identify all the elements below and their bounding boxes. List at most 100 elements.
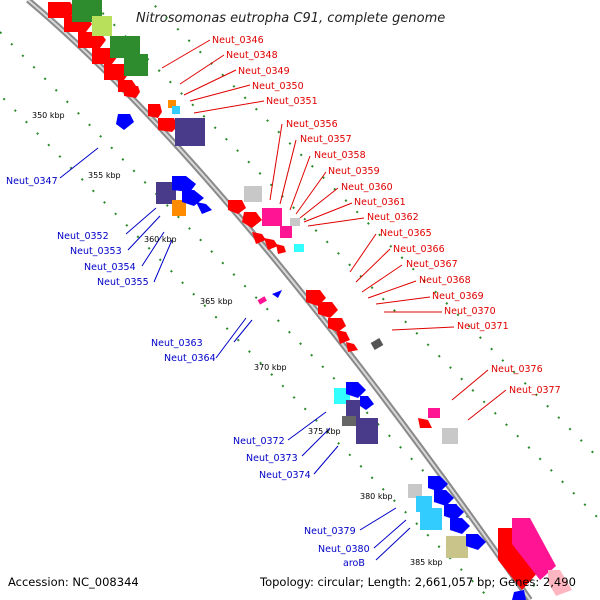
- gene-label: Neut_0376: [491, 364, 543, 375]
- gene-label: Neut_0361: [354, 197, 406, 208]
- gene-label: Neut_0354: [84, 262, 136, 273]
- gene-feature: [512, 518, 556, 580]
- gene-feature: [290, 218, 300, 226]
- forward-gene-labels: Neut_0346 Neut_0348 Neut_0349 Neut_0350 …: [212, 35, 561, 396]
- gene-label: Neut_0377: [509, 385, 561, 396]
- gene-feature: [356, 418, 378, 444]
- tick-label: 375 kbp: [308, 427, 341, 436]
- gene-feature: [444, 504, 464, 520]
- gene-label: Neut_0359: [328, 166, 380, 177]
- tick-label: 365 kbp: [200, 297, 233, 306]
- gene-label: Neut_0347: [6, 176, 58, 187]
- gene-label: Neut_0368: [419, 275, 471, 286]
- gene-feature: [420, 508, 442, 530]
- gene-feature: [244, 186, 262, 202]
- gene-feature: [294, 244, 304, 252]
- gene-feature: [276, 244, 286, 254]
- gene-feature: [264, 238, 278, 250]
- reverse-label-leaders: [59, 147, 411, 561]
- tick-label: 350 kbp: [32, 111, 65, 120]
- accession-text: Accession: NC_008344: [8, 575, 139, 589]
- gene-feature: [280, 226, 292, 238]
- topology-text: Topology: circular; Length: 2,661,057 bp…: [259, 575, 576, 589]
- gene-feature: [328, 318, 346, 332]
- gene-label: Neut_0349: [238, 66, 290, 77]
- gene-feature: [104, 64, 130, 80]
- gene-feature: [175, 118, 205, 146]
- gene-feature: [196, 202, 212, 214]
- gene-label: Neut_0380: [318, 544, 370, 555]
- gene-feature: [346, 400, 360, 418]
- gene-label: Neut_0365: [380, 228, 432, 239]
- gene-feature: [548, 570, 572, 596]
- gene-feature: [172, 106, 180, 114]
- gene-label: Neut_0371: [457, 321, 509, 332]
- gene-feature: [124, 54, 148, 76]
- gene-label: Neut_0358: [314, 150, 366, 161]
- gene-feature: [48, 2, 76, 18]
- reverse-gene-labels: Neut_0347 Neut_0352 Neut_0353 Neut_0354 …: [6, 176, 370, 569]
- gene-label: Neut_0370: [444, 306, 496, 317]
- gene-feature: [318, 302, 338, 318]
- gene-label: aroB: [343, 558, 365, 569]
- gene-feature: [428, 408, 440, 418]
- gene-label: Neut_0364: [164, 353, 216, 364]
- gene-feature: [408, 484, 422, 498]
- gene-feature: [252, 232, 266, 244]
- kbp-ticks: 350 kbp 355 kbp 360 kbp 365 kbp 370 kbp …: [32, 111, 443, 567]
- gene-feature: [168, 100, 176, 108]
- gene-label: Neut_0367: [406, 259, 458, 270]
- tick-label: 385 kbp: [410, 558, 443, 567]
- gene-label: Neut_0356: [286, 119, 338, 130]
- gene-feature: [124, 86, 140, 98]
- gene-label: Neut_0355: [97, 277, 149, 288]
- gene-feature: [158, 118, 178, 132]
- tick-label: 380 kbp: [360, 492, 393, 501]
- gene-label: Neut_0362: [367, 212, 419, 223]
- gene-feature: [346, 382, 366, 398]
- gene-label: Neut_0379: [304, 526, 356, 537]
- map-title: Nitrosomonas eutropha C91, complete geno…: [136, 11, 445, 26]
- gene-label: Neut_0369: [432, 291, 484, 302]
- gene-feature: [498, 528, 540, 590]
- tick-label: 355 kbp: [88, 171, 121, 180]
- gene-feature: [512, 590, 526, 600]
- gene-feature: [172, 176, 196, 192]
- gene-feature: [336, 330, 350, 344]
- gene-feature: [434, 490, 454, 506]
- gene-label: Neut_0366: [393, 244, 445, 255]
- gene-label: Neut_0373: [246, 453, 298, 464]
- gene-label: Neut_0363: [151, 338, 203, 349]
- gene-feature: [442, 428, 458, 444]
- gene-features: [48, 0, 572, 600]
- gene-feature: [148, 104, 162, 118]
- gene-feature: [272, 290, 282, 298]
- gene-label: Neut_0374: [259, 470, 311, 481]
- gene-feature: [182, 190, 204, 206]
- gene-feature: [346, 342, 358, 352]
- gene-label: Neut_0353: [70, 246, 122, 257]
- gene-feature: [156, 182, 176, 204]
- gene-feature: [360, 396, 374, 410]
- gene-feature: [370, 338, 384, 350]
- gene-feature: [450, 518, 470, 534]
- gene-feature: [116, 114, 134, 130]
- gene-feature: [110, 36, 140, 58]
- gene-label: Neut_0351: [266, 96, 318, 107]
- gene-feature: [466, 534, 486, 550]
- gene-label: Neut_0350: [252, 81, 304, 92]
- gene-feature: [428, 476, 448, 492]
- gene-feature: [228, 200, 246, 214]
- tick-label: 370 kbp: [254, 363, 287, 372]
- gene-label: Neut_0357: [300, 134, 352, 145]
- gene-feature: [446, 536, 468, 558]
- gene-label: Neut_0346: [212, 35, 264, 46]
- gene-feature: [418, 418, 432, 428]
- gene-label: Neut_0348: [226, 50, 278, 61]
- gene-label: Neut_0352: [57, 231, 109, 242]
- gene-label: Neut_0360: [341, 182, 393, 193]
- gene-feature: [242, 212, 262, 228]
- gene-feature: [172, 200, 186, 216]
